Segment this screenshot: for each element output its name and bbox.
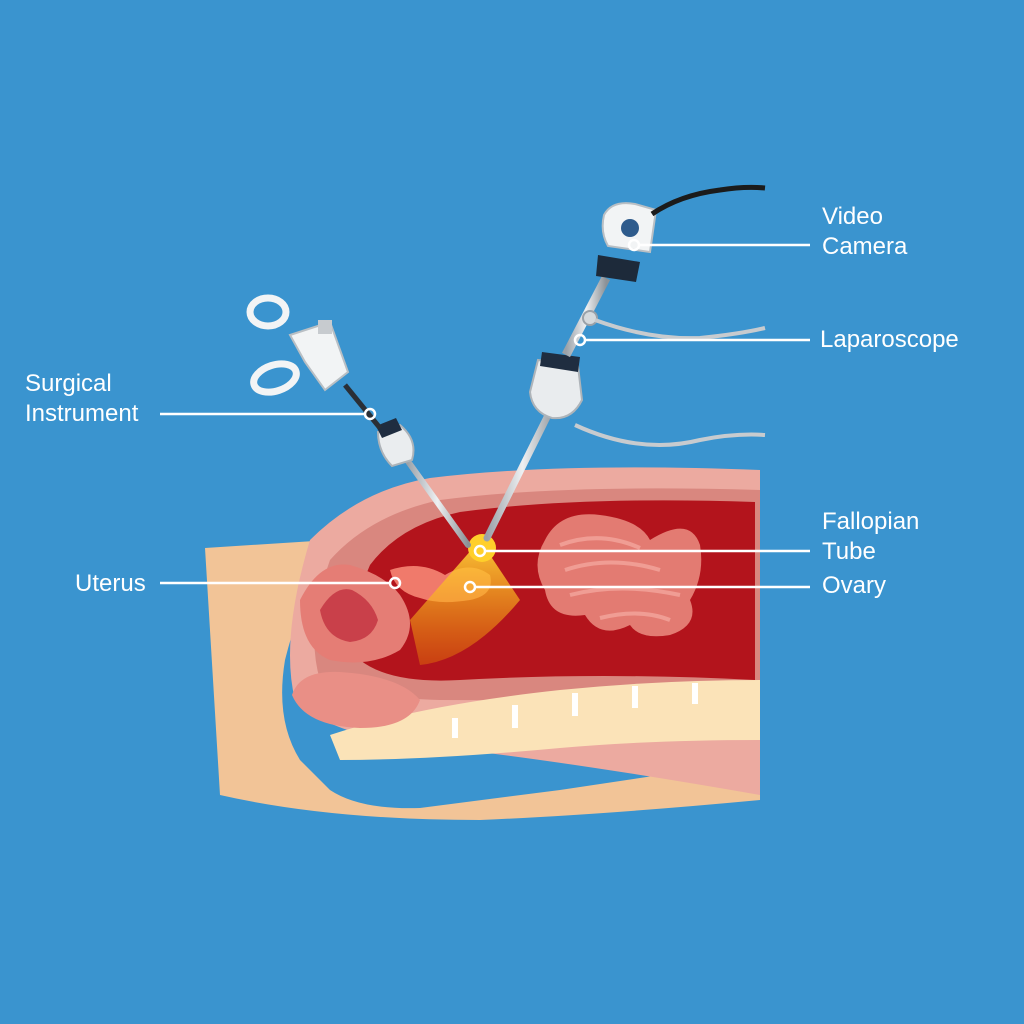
label-surgical-instrument-line2: Instrument xyxy=(25,400,139,427)
label-surgical-instrument-line1: Surgical xyxy=(25,370,112,397)
pointer-dots xyxy=(363,238,641,594)
dot-surgical-instrument xyxy=(363,407,377,421)
vertebra-marks xyxy=(452,683,698,738)
intestines xyxy=(537,514,702,637)
grasper-forceps-icon xyxy=(246,294,471,548)
label-ovary: Ovary xyxy=(822,572,886,599)
label-fallopian-tube: Fallopian Tube xyxy=(822,508,926,565)
laparoscope-icon xyxy=(483,275,766,542)
dot-uterus xyxy=(388,576,402,590)
spine-band xyxy=(330,680,760,760)
bladder xyxy=(292,671,420,728)
body-cross-section xyxy=(205,467,760,820)
dot-fallopian-tube xyxy=(473,544,487,558)
label-fallopian-tube-line1: Fallopian xyxy=(822,508,919,535)
label-video-camera: Video Camera xyxy=(822,203,908,260)
label-uterus: Uterus xyxy=(75,570,146,597)
labels: Video Camera Laparoscope Surgical Instru… xyxy=(25,203,959,599)
uterus-inner xyxy=(320,589,378,642)
dot-video-camera xyxy=(627,238,641,252)
intestine-folds xyxy=(559,536,681,622)
label-surgical-instrument: Surgical Instrument xyxy=(25,370,139,427)
skin xyxy=(205,540,760,820)
label-laparoscope: Laparoscope xyxy=(820,326,959,353)
dot-laparoscope xyxy=(573,333,587,347)
label-video-camera-line1: Video xyxy=(822,203,883,230)
label-video-camera-line2: Camera xyxy=(822,233,908,260)
scope-light-source xyxy=(468,534,496,562)
scope-light-beam xyxy=(410,540,520,665)
dot-ovary xyxy=(463,580,477,594)
label-fallopian-tube-line2: Tube xyxy=(822,538,876,565)
video-camera-icon xyxy=(596,184,766,282)
leader-lines xyxy=(160,243,810,589)
